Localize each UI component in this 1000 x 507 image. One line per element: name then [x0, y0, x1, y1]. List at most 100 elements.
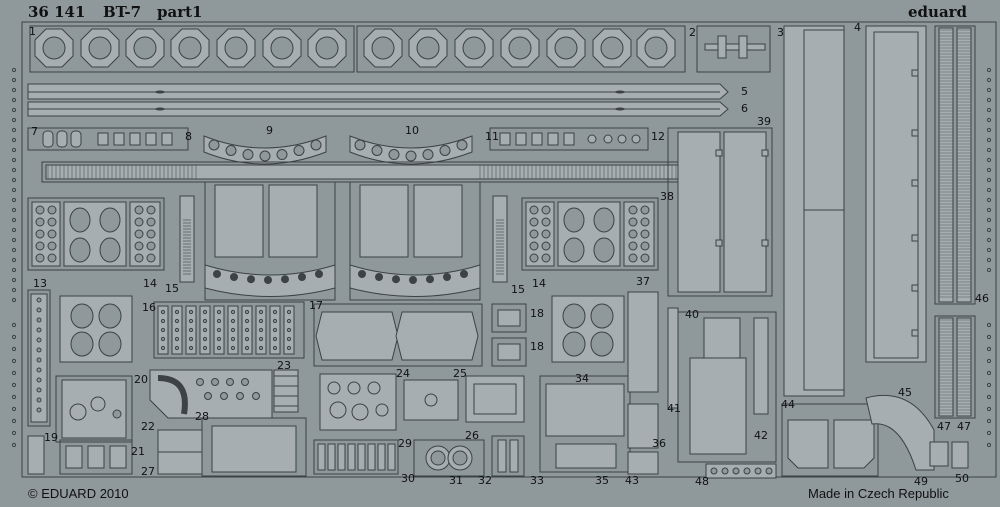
perforation-dot: [986, 67, 992, 73]
ring-hole: [554, 36, 578, 60]
hinge-tab: [761, 149, 769, 157]
part-label: 22: [141, 420, 155, 433]
perforation-dot: [986, 77, 992, 83]
tooth-hole: [258, 309, 264, 315]
ring-hole: [416, 36, 440, 60]
part-12-clip: [631, 134, 641, 144]
part-18-bracket: [497, 309, 521, 327]
part-29-tooth: [357, 443, 366, 471]
lens-hole: [452, 450, 468, 466]
row-hole: [721, 467, 729, 475]
part-41-strip: [667, 307, 679, 409]
part-4-tab: [911, 129, 919, 137]
tooth-hole: [202, 336, 208, 342]
part-45-fender: [865, 394, 935, 471]
perforation-dot: [11, 197, 17, 203]
curve-hole: [358, 270, 366, 278]
part-label: 38: [660, 190, 674, 203]
part-label: 15: [511, 283, 525, 296]
arch-hole: [439, 145, 451, 156]
strip-hole: [36, 307, 42, 313]
etched-part: [157, 375, 188, 415]
part-label: 8: [185, 130, 192, 143]
part-1-carrier: [356, 25, 686, 73]
perforation-dot: [11, 418, 17, 424]
brand-name: eduard: [908, 3, 968, 21]
part-18-carrier: [491, 337, 527, 367]
perforation-dot: [11, 157, 17, 163]
part-4-tab: [911, 234, 919, 242]
strip-hole: [36, 327, 42, 333]
origin-text: Made in Czech Republic: [808, 486, 949, 501]
part-4-tab: [911, 69, 919, 77]
part-7-8-carrier: [27, 127, 189, 151]
part-label: 33: [530, 474, 544, 487]
perforation-dot: [11, 334, 17, 340]
hinge-tab: [761, 239, 769, 247]
strip-hole: [36, 367, 42, 373]
ring-hole: [371, 36, 395, 60]
part-1-carrier: [29, 25, 355, 73]
ring-hole: [508, 36, 532, 60]
grid-hole: [35, 205, 45, 215]
part-43-clip: [627, 451, 659, 475]
strip-hole: [36, 297, 42, 303]
perforation-dot: [11, 406, 17, 412]
ring-hole: [42, 36, 66, 60]
tooth-hole: [272, 336, 278, 342]
perforation-dot: [11, 177, 17, 183]
plate-hole: [204, 392, 212, 400]
grid-hole: [640, 241, 650, 251]
part-44-carrier: [781, 403, 879, 477]
part-8-clip: [113, 132, 125, 146]
tooth-hole: [188, 309, 194, 315]
perforation-dot: [11, 237, 17, 243]
ring-hole: [133, 36, 157, 60]
grid-hole: [640, 205, 650, 215]
part-12-clip: [603, 134, 613, 144]
part-7-clip: [42, 130, 54, 148]
part-label: 19: [44, 431, 58, 444]
part-label: 23: [277, 359, 291, 372]
strip-hole: [36, 407, 42, 413]
curve-hole: [298, 273, 306, 281]
perforation-dot: [11, 217, 17, 223]
row-hole: [732, 467, 740, 475]
ring-hole: [315, 36, 339, 60]
part-4-tab: [911, 284, 919, 292]
perforation-dot: [986, 167, 992, 173]
part-label: 11: [485, 130, 499, 143]
tooth-hole: [160, 336, 166, 342]
curve-hole: [426, 275, 434, 284]
perforation-dot: [986, 382, 992, 388]
perforation-dot: [11, 287, 17, 293]
part-42-strip: [753, 317, 769, 415]
strip-hole: [36, 357, 42, 363]
arch-hole: [422, 149, 434, 161]
part-46-carrier: [934, 25, 976, 305]
oval-hole: [99, 237, 121, 263]
tooth-hole: [216, 327, 222, 333]
row-hole: [754, 467, 762, 475]
gauge: [375, 403, 389, 417]
part-14-right-carrier: [521, 197, 659, 271]
part-label: 6: [741, 102, 748, 115]
part-label: 26: [465, 429, 479, 442]
oval-hole: [593, 207, 615, 233]
part-label: 10: [405, 124, 419, 137]
tooth-hole: [160, 309, 166, 315]
curve-hole: [315, 270, 323, 278]
part-12-clip: [587, 134, 597, 144]
grid-hole: [628, 205, 638, 215]
perforation-dot: [986, 117, 992, 123]
part-label: 7: [31, 125, 38, 138]
part-label: 25: [453, 367, 467, 380]
perforation-dot: [11, 167, 17, 173]
part-8-clip: [97, 132, 109, 146]
perforation-dot: [986, 157, 992, 163]
part-33-clip: [509, 439, 519, 473]
part-2-carrier: [696, 25, 771, 73]
part-label: 9: [266, 124, 273, 137]
part-29-tooth: [337, 443, 346, 471]
